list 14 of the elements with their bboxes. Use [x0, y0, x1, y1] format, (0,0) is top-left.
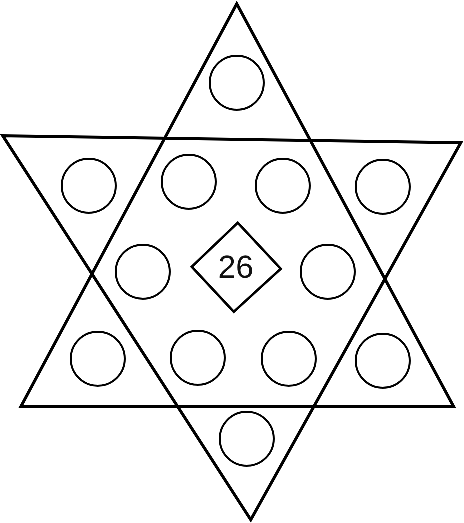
answer-circle	[209, 55, 265, 111]
center-number: 26	[218, 251, 254, 283]
answer-circle	[255, 158, 311, 214]
answer-circle	[355, 159, 411, 215]
answer-circle	[355, 333, 411, 389]
answer-circle	[70, 331, 126, 387]
answer-circle	[219, 411, 275, 467]
answer-circle	[61, 158, 117, 214]
number-diamond	[190, 220, 282, 314]
answer-circle	[161, 154, 217, 210]
answer-circle	[115, 244, 171, 300]
answer-circle	[170, 330, 226, 386]
answer-circle	[261, 331, 317, 387]
answer-circle	[300, 244, 356, 300]
